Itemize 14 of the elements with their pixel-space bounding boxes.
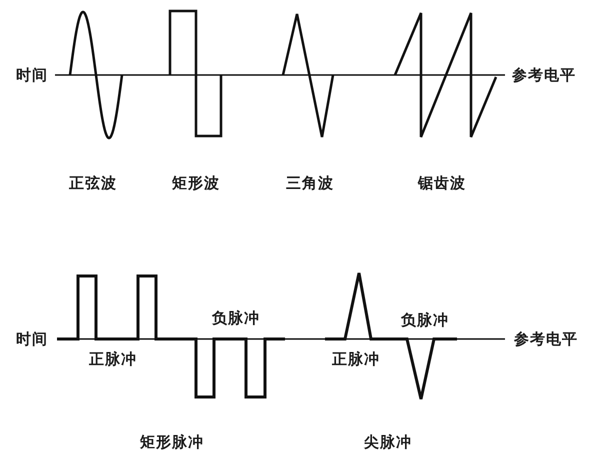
axis-label: 时间 bbox=[16, 330, 48, 348]
pulse-label: 正脉冲 bbox=[89, 350, 137, 368]
axis-label: 时间 bbox=[16, 66, 48, 84]
waveform-label: 三角波 bbox=[286, 174, 334, 192]
pulse-label: 负脉冲 bbox=[401, 311, 449, 329]
waveform-label: 锯齿波 bbox=[418, 174, 466, 192]
waveform-label: 矩形脉冲 bbox=[140, 433, 204, 451]
waveform-label: 尖脉冲 bbox=[364, 433, 412, 451]
waveform-label: 矩形波 bbox=[172, 174, 220, 192]
axis-label: 参考电平 bbox=[512, 66, 576, 84]
pulse-label: 负脉冲 bbox=[212, 309, 260, 327]
axis-label: 参考电平 bbox=[514, 330, 578, 348]
waveform-label: 正弦波 bbox=[69, 174, 117, 192]
pulse-label: 正脉冲 bbox=[332, 350, 380, 368]
